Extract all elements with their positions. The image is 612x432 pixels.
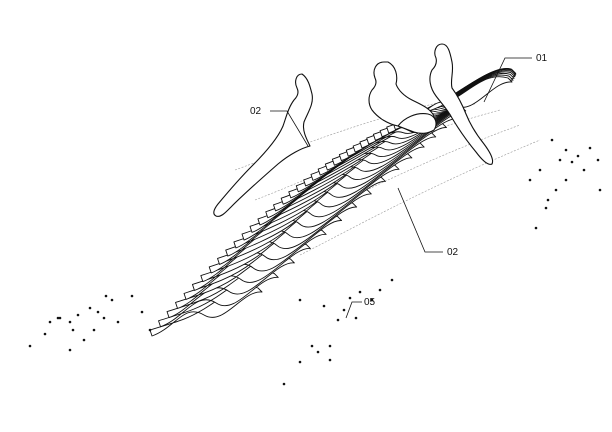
ground-dot [28,344,32,348]
ground-dot [82,338,86,342]
ground-dot [298,360,302,364]
ground-dot [76,313,80,317]
ground-dot [328,344,332,348]
leader-line-01 [483,57,532,103]
callout-label-02-bottom: 02 [447,247,459,258]
ground-dot [48,320,52,324]
ground-dot [546,198,550,202]
ground-dot [550,138,554,142]
ground-dot [336,318,340,322]
ground-dot [564,178,568,182]
ground-dots [28,138,602,386]
ground-dot [348,296,352,300]
ground-dot [104,294,108,298]
callout-label-05: 05 [364,297,376,308]
ground-dot [92,328,96,332]
ground-dot [558,158,562,162]
ground-dot [588,146,592,150]
callout-01: 01 [483,53,548,103]
callout-label-02-left: 02 [250,106,262,117]
ground-dot [88,306,92,310]
ground-dot [544,206,548,210]
callout-02-bottom: 02 [397,187,459,258]
ground-dot [554,188,558,192]
ground-dot [534,226,538,230]
human-figures [213,43,494,217]
ground-dot [68,348,72,352]
ground-dot [116,320,120,324]
ground-dot [570,160,574,164]
ground-dot [582,168,586,172]
ground-dot [316,350,320,354]
ground-dot [58,316,62,320]
ground-dot [564,148,568,152]
ground-dot [598,188,602,192]
ground-dot [96,310,100,314]
leader-line-02-bottom [397,187,443,253]
ground-dot [354,316,358,320]
ground-dot [298,298,302,302]
ground-dot [358,290,362,294]
figure-right [429,43,494,165]
ground-dot [342,308,346,312]
ground-dot [43,332,47,336]
callout-02-left: 02 [250,106,309,147]
callout-label-01: 01 [536,53,548,64]
ground-dot [328,358,332,362]
ground-dot [310,344,314,348]
figure-middle-legs [397,113,437,134]
ground-dot [148,328,152,332]
ground-dot [102,316,106,320]
ground-dot [538,168,542,172]
ground-dot [390,278,394,282]
ground-dot [596,158,600,162]
ground-dot [68,320,72,324]
ground-dot [140,310,144,314]
ground-dot [56,316,60,320]
ground-dot [282,382,286,386]
callout-05: 05 [345,297,376,319]
ground-dot [370,298,374,302]
ground-dot [71,328,75,332]
ground-dot [528,178,532,182]
ground-dot [110,298,114,302]
ground-dot [378,288,382,292]
ground-dot [322,304,326,308]
figure-left [213,73,313,217]
ground-dot [576,154,580,158]
leader-line-05 [345,301,362,319]
ground-dot [130,294,134,298]
leader-line-02-left [270,110,309,147]
